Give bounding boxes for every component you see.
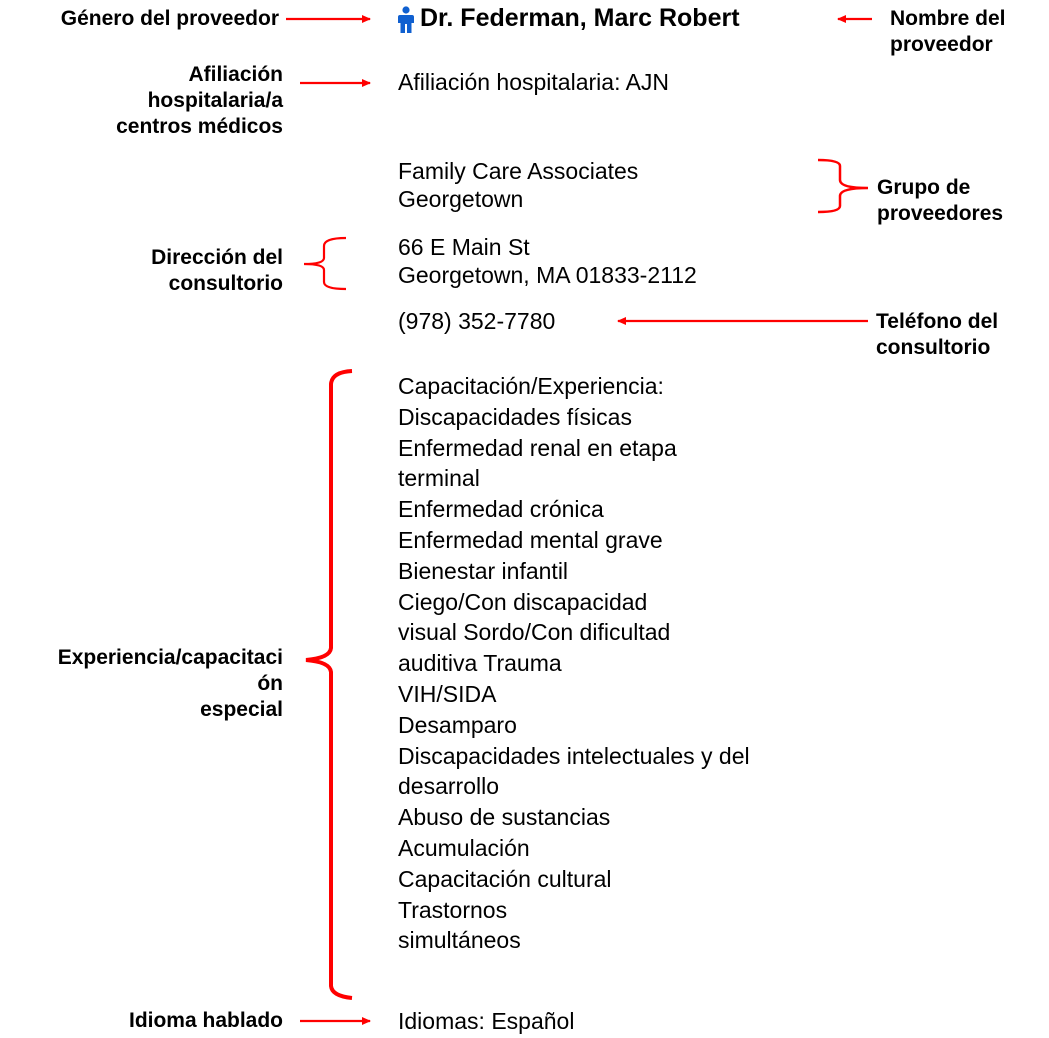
label-line: Grupo de — [877, 176, 971, 199]
label-line: Afiliación — [188, 63, 283, 86]
experience-item: Acumulación — [398, 834, 530, 861]
label-office-address: Dirección del consultorio — [151, 245, 283, 297]
experience-item: auditiva Trauma — [398, 650, 562, 677]
office-phone-value: (978) 352-7780 — [398, 308, 556, 334]
experience-item: visual Sordo/Con dificultad — [398, 619, 671, 646]
experience-list: Capacitación/Experiencia: Discapacidades… — [398, 371, 750, 956]
label-line: Dirección del — [151, 246, 283, 269]
experience-item: simultáneos — [398, 927, 521, 954]
group-line: Family Care Associates — [398, 158, 639, 184]
experience-item: Bienestar infantil — [398, 557, 569, 584]
label-line: proveedor — [890, 33, 993, 56]
experience-item: Desamparo — [398, 711, 517, 738]
hospital-affiliation-value: Afiliación hospitalaria: AJN — [398, 69, 670, 95]
label-line: centros médicos — [116, 115, 283, 138]
label-line: Experiencia/capacitaci — [57, 646, 283, 669]
office-address-value: 66 E Main St Georgetown, MA 01833-2112 — [398, 233, 697, 289]
office-address-bracket — [303, 236, 347, 291]
label-line: ón — [257, 672, 283, 695]
label-hospital-affiliation: Afiliación hospitalaria/a centros médico… — [116, 62, 283, 140]
experience-item: Ciego/Con discapacidad — [398, 588, 648, 615]
provider-group-bracket — [817, 158, 869, 214]
experience-item: Enfermedad mental grave — [398, 526, 663, 553]
group-line: Georgetown — [398, 186, 524, 212]
label-office-phone: Teléfono del consultorio — [876, 309, 998, 361]
label-language-spoken: Idioma hablado — [128, 1009, 283, 1032]
experience-item: Discapacidades intelectuales y del — [398, 742, 750, 769]
experience-item: Enfermedad renal en etapa — [398, 434, 677, 461]
label-line: especial — [200, 698, 283, 721]
provider-name: Dr. Federman, Marc Robert — [420, 4, 740, 32]
experience-item: Enfermedad crónica — [398, 496, 604, 523]
label-line: Teléfono del — [876, 310, 999, 333]
label-line: hospitalaria/a — [147, 89, 283, 112]
provider-group-value: Family Care Associates Georgetown — [398, 157, 638, 213]
address-line: 66 E Main St — [398, 234, 530, 260]
label-line: consultorio — [876, 336, 991, 359]
label-line: Nombre del — [890, 7, 1006, 30]
label-special-experience: Experiencia/capacitaci ón especial — [58, 645, 283, 723]
experience-item: terminal — [398, 465, 480, 492]
experience-item: Abuso de sustancias — [398, 804, 611, 831]
experience-item: Capacitación/Experiencia: — [398, 373, 664, 399]
experience-bracket — [305, 369, 353, 1000]
label-line: consultorio — [168, 272, 283, 295]
languages-value: Idiomas: Español — [398, 1008, 575, 1034]
experience-item: Discapacidades físicas — [398, 403, 632, 430]
label-provider-name: Nombre del proveedor — [890, 6, 1006, 58]
label-provider-gender: Género del proveedor — [60, 7, 279, 30]
experience-item: Trastornos — [398, 896, 508, 923]
address-line: Georgetown, MA 01833-2112 — [398, 262, 697, 288]
experience-item: VIH/SIDA — [398, 680, 497, 707]
experience-item: desarrollo — [398, 773, 499, 800]
label-line: proveedores — [877, 202, 1004, 225]
male-person-icon — [398, 6, 414, 33]
experience-item: Capacitación cultural — [398, 865, 612, 892]
label-provider-group: Grupo de proveedores — [877, 175, 1003, 227]
